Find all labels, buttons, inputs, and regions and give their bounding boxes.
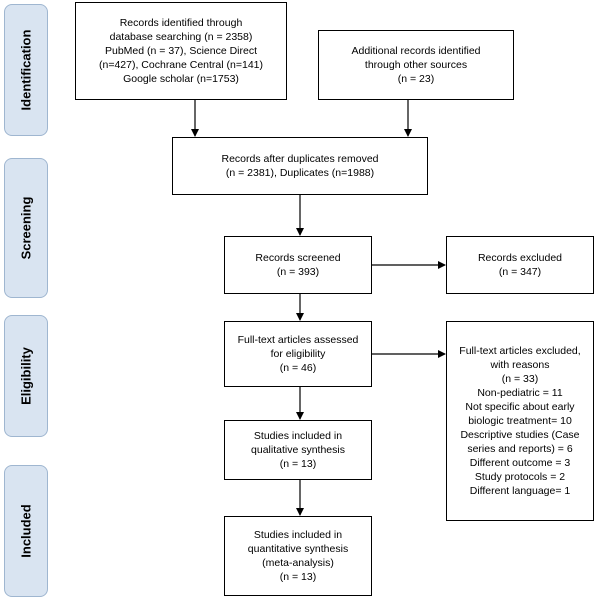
box-text-line: (n = 2381), Duplicates (n=1988) <box>225 167 375 179</box>
box-text-line: (n = 393) <box>276 266 320 278</box>
box-text-line: with reasons <box>490 359 550 371</box>
box-text-line: Study protocols = 2 <box>474 471 566 483</box>
box-text-line: (n = 46) <box>279 362 317 374</box>
box-text-line: Descriptive studies (Case <box>460 429 580 441</box>
phase-screening-label: Screening <box>18 196 34 260</box>
box-text-line: through other sources <box>364 59 468 71</box>
box-text-line: Different language= 1 <box>469 485 571 497</box>
phase-identification-label: Identification <box>18 29 34 111</box>
box-records-excluded: Records excluded (n = 347) <box>446 236 594 294</box>
box-text-line: Records excluded <box>477 252 563 264</box>
box-quantitative-synthesis: Studies included in quantitative synthesi… <box>224 516 372 596</box>
phase-eligibility-label: Eligibility <box>18 347 34 405</box>
box-text-line: Full-text articles assessed <box>237 334 359 346</box>
box-text-line: (meta-analysis) <box>262 557 334 569</box>
box-text-line: (n=427), Cochrane Central (n=141) <box>98 59 263 71</box>
box-text-line: for eligibility <box>270 348 326 360</box>
box-text-line: Records screened <box>255 252 341 264</box>
box-text-line: Different outcome = 3 <box>469 457 571 469</box>
box-text-line: biologic treatment= 10 <box>468 415 572 427</box>
box-text-line: (n = 23) <box>397 73 435 85</box>
phase-eligibility: Eligibility <box>4 315 48 437</box>
box-text-line: (n = 13) <box>279 571 317 583</box>
box-text-line: quantitative synthesis <box>247 543 349 555</box>
box-text-line: Studies included in <box>253 529 343 541</box>
box-text-line: Studies included in <box>253 430 343 442</box>
box-text-line: Additional records identified <box>351 45 481 57</box>
phase-identification: Identification <box>4 4 48 136</box>
box-database-search: Records identified through database searc… <box>75 2 287 100</box>
box-after-duplicates: Records after duplicates removed (n = 238… <box>172 137 428 195</box>
box-text-line: Non-pediatric = 11 <box>477 387 563 399</box>
box-text-line: Records after duplicates removed <box>221 153 379 165</box>
phase-screening: Screening <box>4 158 48 298</box>
box-text-line: Google scholar (n=1753) <box>123 73 239 85</box>
phase-included-label: Included <box>18 504 34 558</box>
box-qualitative-synthesis: Studies included in qualitative synthesis… <box>224 420 372 480</box>
phase-included: Included <box>4 465 48 597</box>
box-text-line: (n = 347) <box>498 266 542 278</box>
box-text-line: Not specific about early <box>465 401 575 413</box>
box-fulltext-assessed: Full-text articles assessed for eligibili… <box>224 321 372 387</box>
box-text-line: Records identified through <box>119 17 243 29</box>
box-text-line: (n = 13) <box>279 458 317 470</box>
box-text-line: database searching (n = 2358) <box>109 31 253 43</box>
box-other-sources: Additional records identified through oth… <box>318 30 514 100</box>
box-text-line: Full-text articles excluded, <box>459 345 581 357</box>
box-text-line: (n = 33) <box>501 373 539 385</box>
box-text-line: PubMed (n = 37), Science Direct <box>104 45 258 57</box>
box-fulltext-excluded: Full-text articles excluded, with reasons… <box>446 321 594 521</box>
box-records-screened: Records screened (n = 393) <box>224 236 372 294</box>
box-text-line: series and reports) = 6 <box>467 443 573 455</box>
box-text-line: qualitative synthesis <box>251 444 345 456</box>
